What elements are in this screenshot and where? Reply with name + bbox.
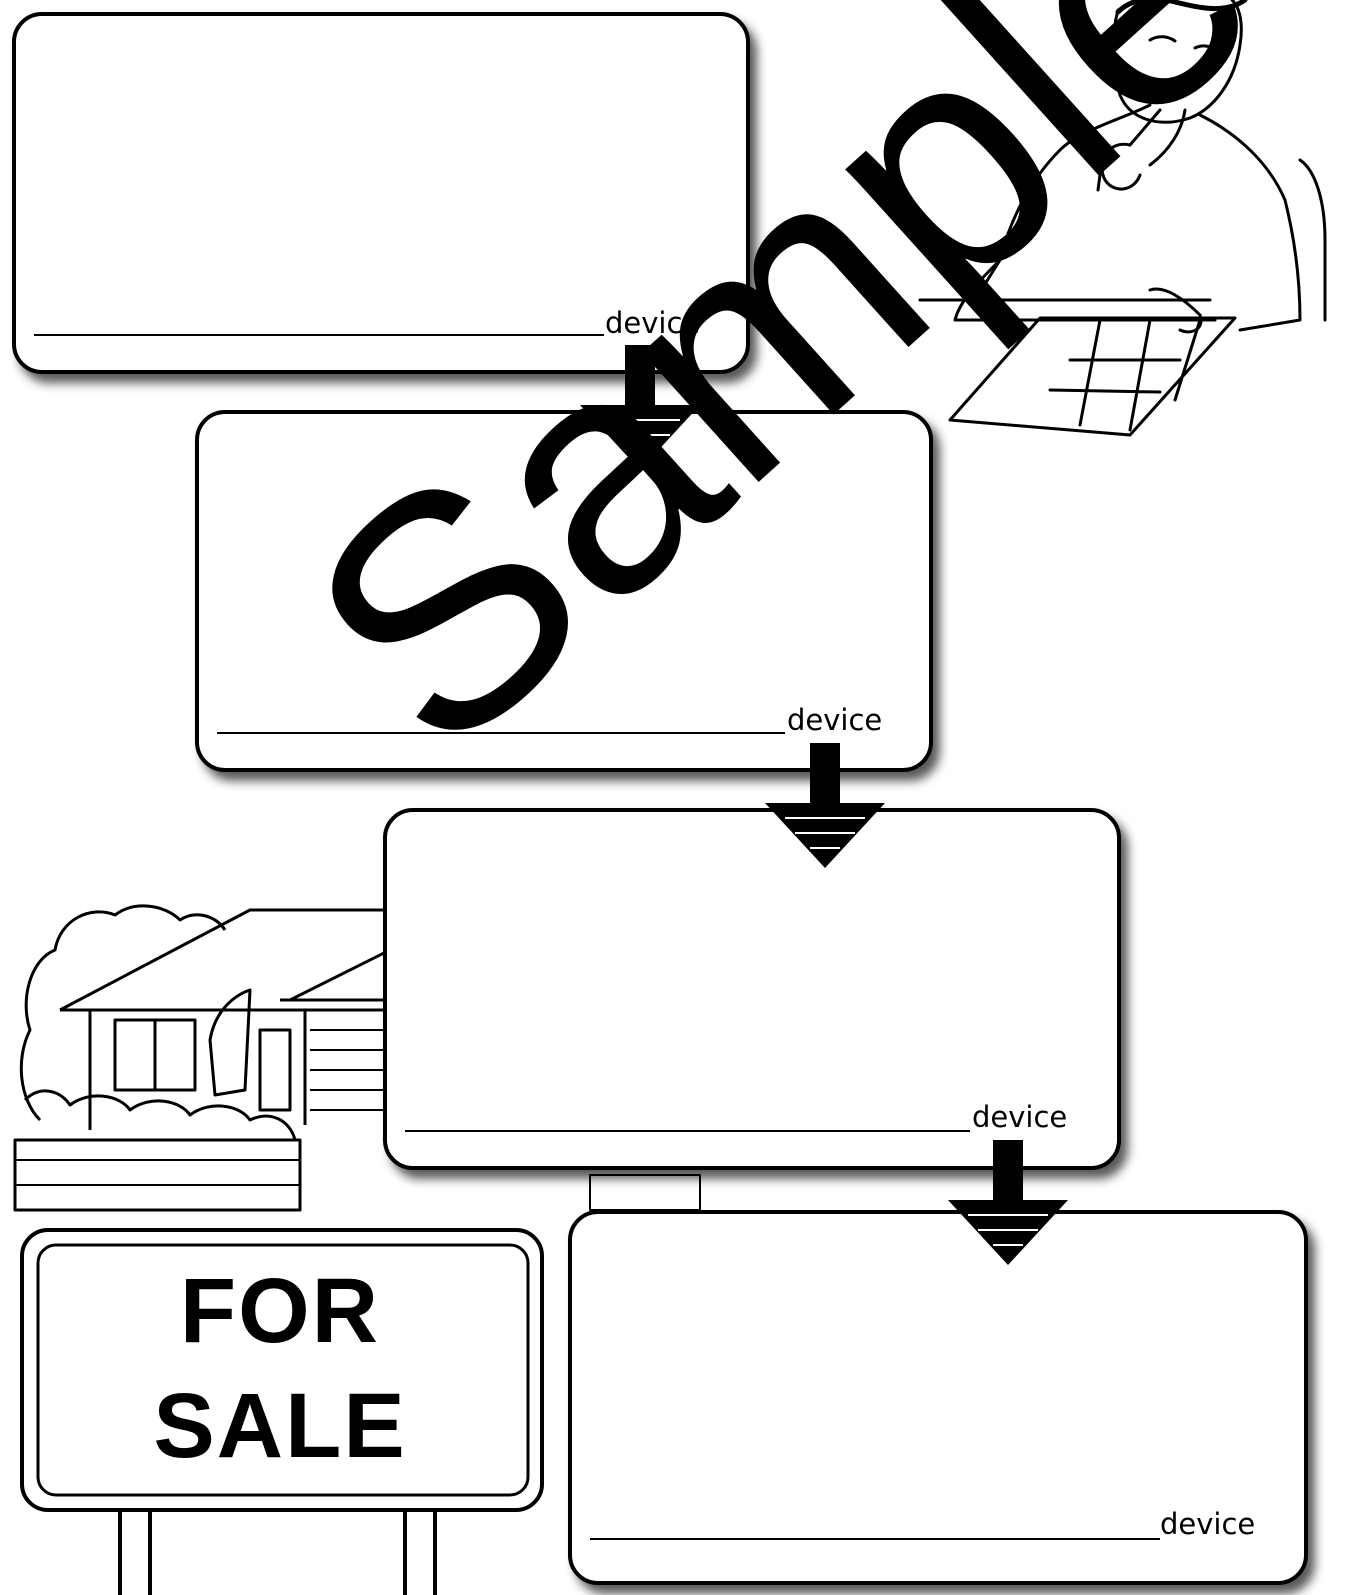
sign-line-for: FOR: [40, 1265, 520, 1357]
answer-line[interactable]: [405, 1130, 970, 1132]
device-label: device: [1160, 1510, 1255, 1539]
organizer-box-1: device: [12, 12, 750, 374]
thinking-boy-illustration: [920, 0, 1325, 435]
answer-line[interactable]: [34, 334, 604, 336]
sign-line-sale: SALE: [40, 1380, 520, 1472]
device-label: device: [605, 309, 700, 338]
answer-line[interactable]: [590, 1538, 1160, 1540]
organizer-box-3: device: [383, 808, 1121, 1170]
down-arrow-icon: [755, 738, 895, 873]
organizer-box-2: device: [195, 410, 933, 772]
device-label: device: [787, 706, 882, 735]
down-arrow-icon: [570, 340, 710, 475]
answer-line[interactable]: [217, 732, 785, 734]
down-arrow-icon: [938, 1135, 1078, 1270]
device-label: device: [972, 1103, 1067, 1132]
